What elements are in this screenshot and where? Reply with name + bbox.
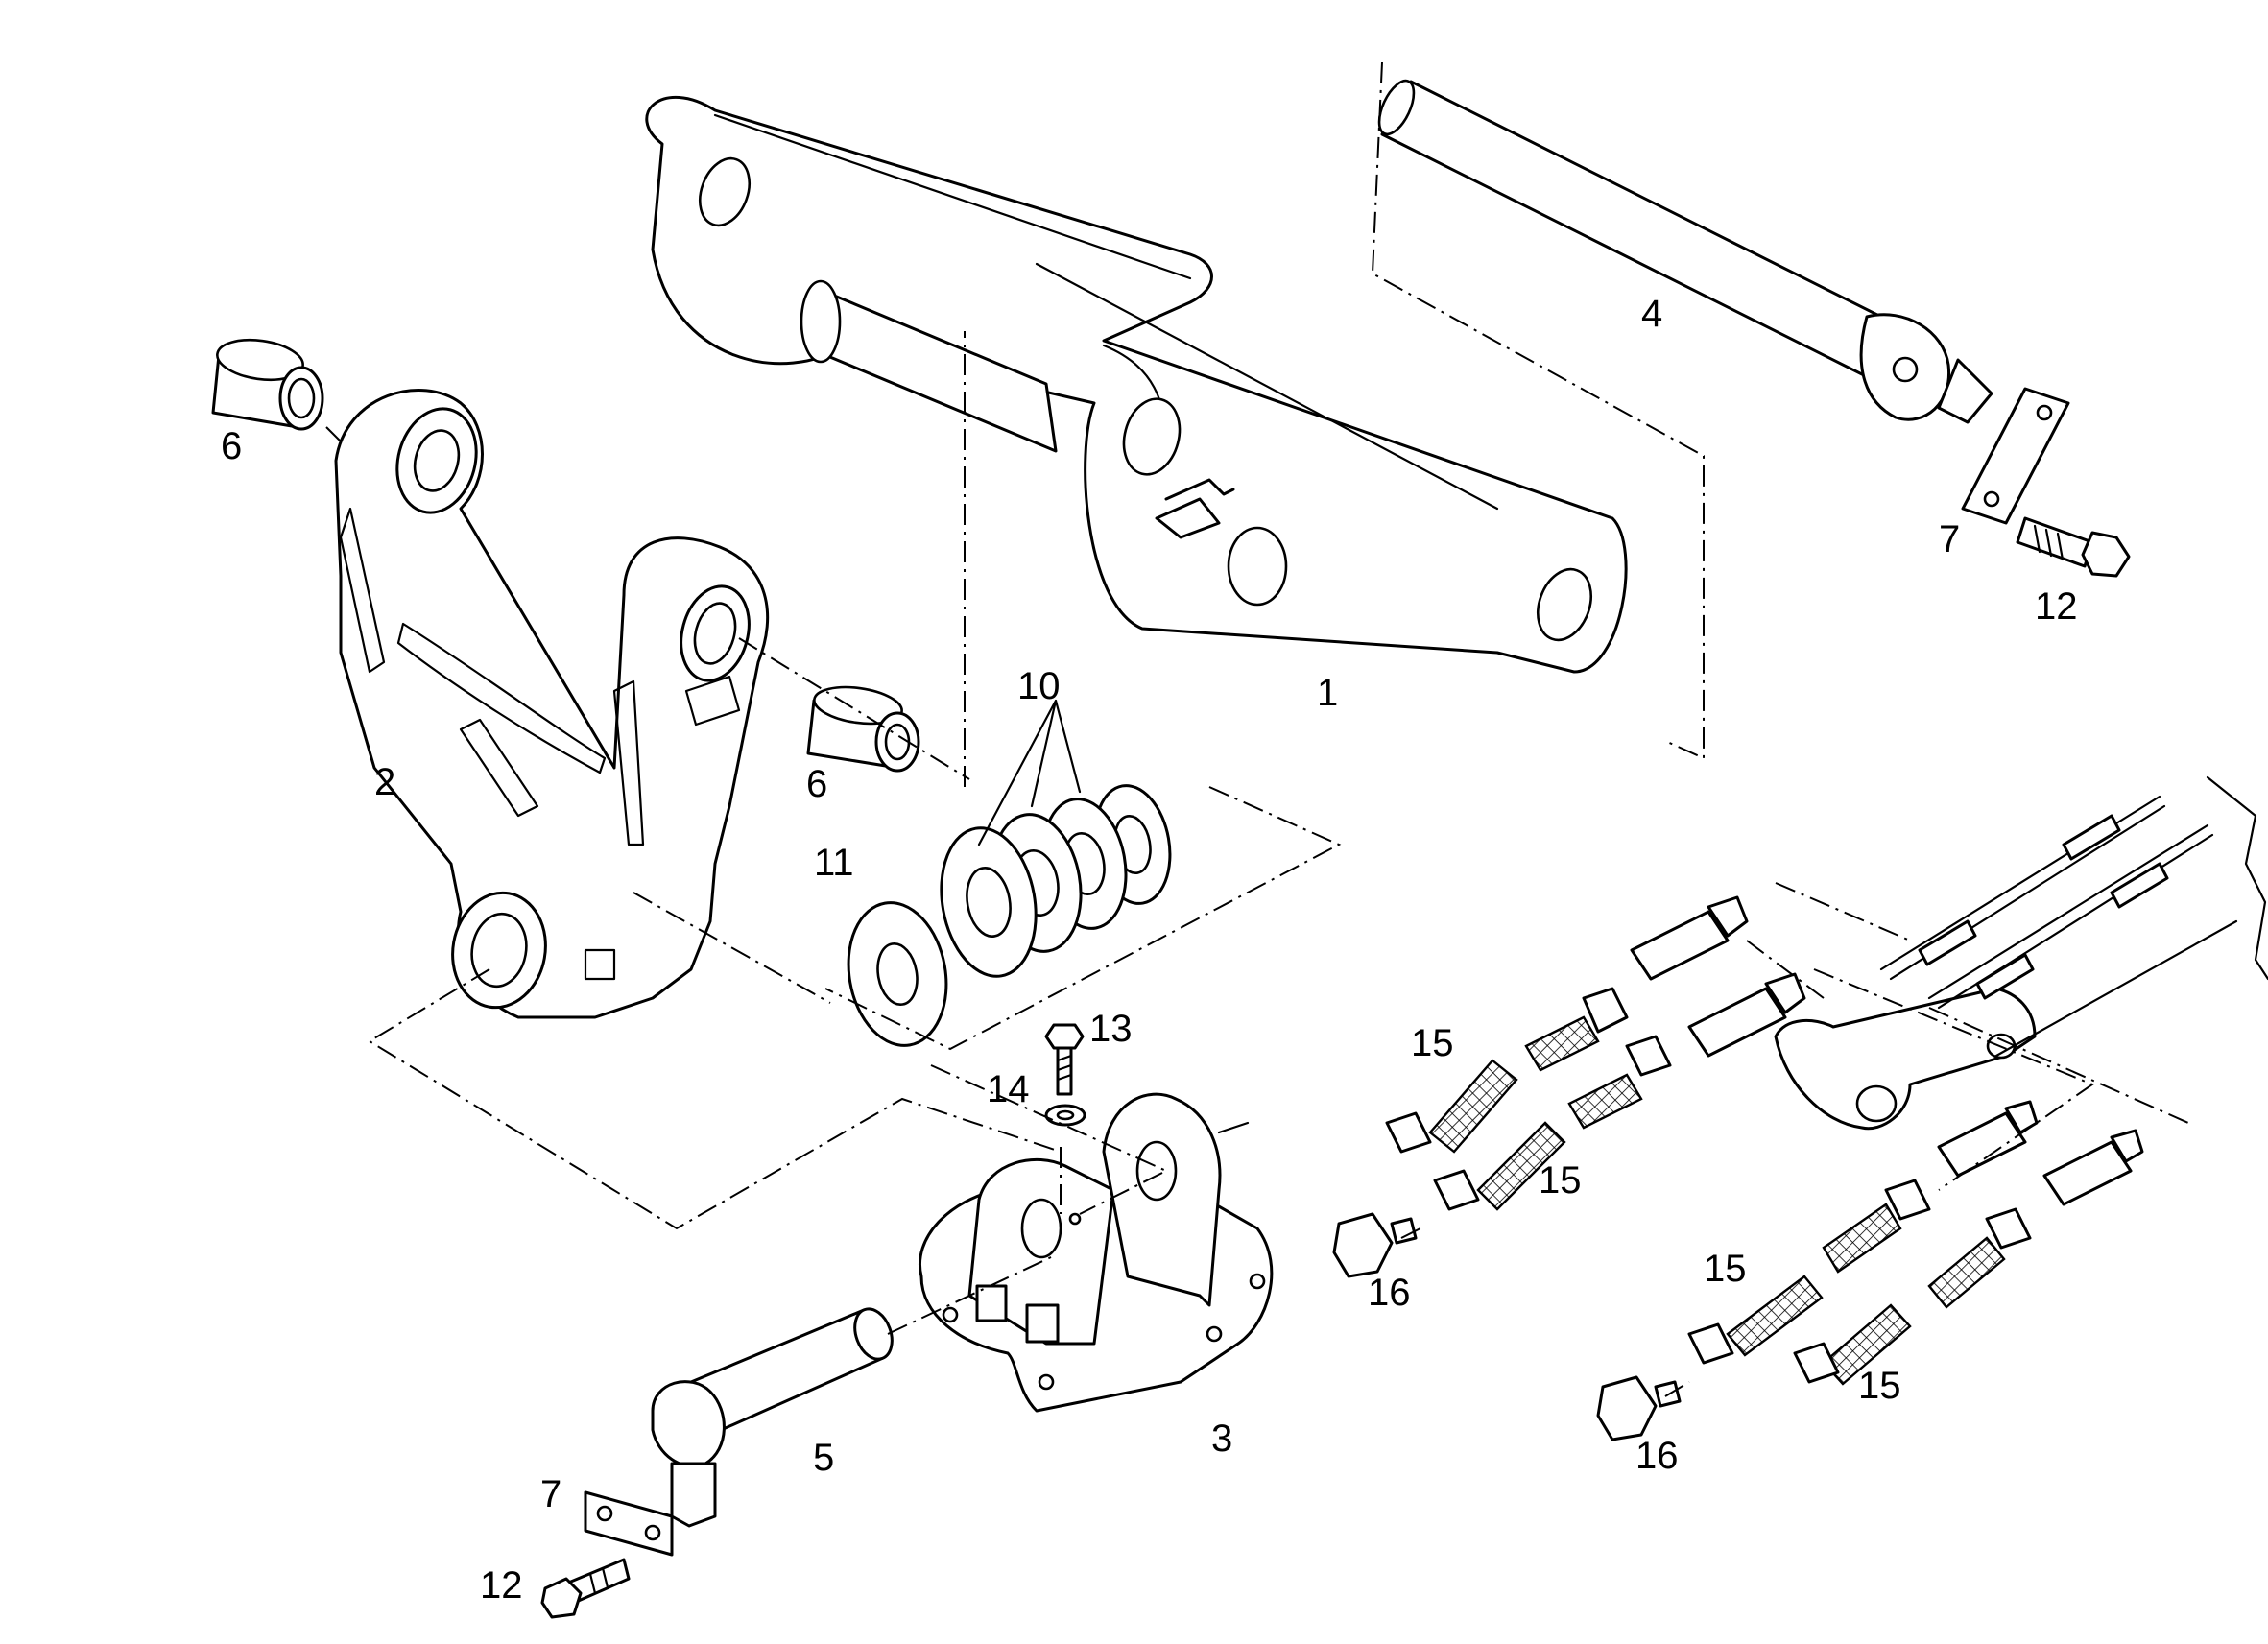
callout-2: 2: [374, 761, 395, 803]
callout-16-upper: 16: [1368, 1272, 1411, 1314]
callout-6-upper: 6: [221, 425, 242, 467]
part-5-short-pin: [651, 1307, 894, 1528]
hose-assembly-group: [1332, 775, 2268, 1441]
callout-15-c: 15: [1704, 1248, 1747, 1290]
part-6-bushing-lower: [806, 685, 920, 773]
part-16-nut-lower: [1596, 1375, 1682, 1441]
part-13-bolt: [1044, 1023, 1085, 1096]
part-15-hose-1: [1524, 987, 1629, 1072]
part-14-washer: [1044, 1104, 1086, 1127]
part-16-nut-upper: [1332, 1212, 1418, 1278]
callout-15-b: 15: [1539, 1159, 1582, 1202]
part-15-hose-8: [1793, 1303, 1912, 1386]
fitting-lower-2: [2042, 1129, 2144, 1206]
part-15-hose-3: [1567, 1035, 1672, 1130]
part-10-disc-springs: [940, 699, 1172, 978]
callout-15-a: 15: [1411, 1022, 1454, 1064]
callout-7-lower: 7: [540, 1473, 561, 1515]
part-11-washer: [847, 901, 948, 1047]
callout-4: 4: [1641, 293, 1662, 335]
part-12-bolt-upper: [2016, 516, 2131, 578]
callout-16-lower: 16: [1635, 1435, 1679, 1477]
part-12-bolt-lower: [540, 1558, 631, 1619]
part-15-hose-6: [1687, 1275, 1824, 1365]
callout-14: 14: [987, 1068, 1030, 1110]
callout-12-upper: 12: [2035, 585, 2078, 628]
fitting-upper-2: [1687, 972, 1806, 1058]
callout-labels: 1 2 3 4 5 6 6 7 7 10 11 12 12 13 14 15 1…: [221, 293, 2078, 1607]
callout-7-upper: 7: [1939, 518, 1960, 560]
hydraulic-block: [1774, 987, 2037, 1131]
callout-6-lower: 6: [806, 763, 827, 805]
part-7-lock-plate-lower: [584, 1490, 674, 1557]
part-7-lock-plate-upper: [1961, 387, 2070, 525]
part-3-base-bracket: [919, 1092, 1274, 1413]
part-6-bushing-upper: [211, 338, 324, 431]
part-2-bell-crank: [334, 389, 770, 1019]
part-15-hose-7: [1927, 1207, 2032, 1309]
callout-12-lower: 12: [480, 1564, 523, 1607]
callout-10: 10: [1017, 665, 1061, 707]
callout-13: 13: [1089, 1008, 1133, 1050]
fitting-lower-1: [1937, 1100, 2039, 1178]
part-4-long-pin: [1377, 79, 1993, 424]
part-1-boom-arm: [645, 95, 1628, 674]
part-15-hose-5: [1822, 1179, 1931, 1274]
callout-5: 5: [813, 1437, 834, 1479]
callout-3: 3: [1211, 1418, 1232, 1460]
callout-11: 11: [814, 842, 854, 884]
assembly-guide-lines: [325, 61, 2189, 1397]
hydraulic-lines: [1879, 775, 2268, 1058]
fitting-upper-1: [1630, 895, 1749, 981]
part-15-hose-2: [1385, 1059, 1518, 1154]
part-15-hose-4: [1433, 1121, 1566, 1211]
callout-15-d: 15: [1858, 1365, 1901, 1407]
callout-1: 1: [1317, 672, 1338, 714]
